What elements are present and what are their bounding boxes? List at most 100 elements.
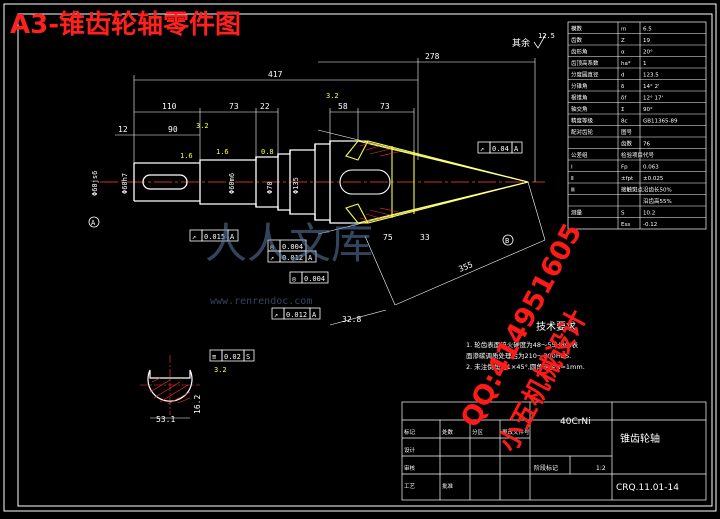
param-cell: S <box>621 211 625 217</box>
dimension-texts: 417 278 110 73 22 58 73 12 90 75 33 355 … <box>118 52 474 424</box>
datum-b-circle <box>502 234 514 246</box>
dia-70: Φ70 <box>266 181 274 194</box>
param-cell: 公差组 <box>571 151 588 159</box>
param-cell: 14° 2' <box>643 84 660 90</box>
title-block-text: 40CrNi 锥齿轮轴 CRQ.11.01-14 1:2 阶段标记 标记 处数 … <box>404 417 679 493</box>
notes-line-1: 1. 轮齿表面淬火硬度为48～55HRC,表 <box>466 340 578 349</box>
tol-frame-7: ≡ 0.02 S <box>209 349 255 362</box>
param-cell: 测量 <box>571 209 583 217</box>
title-block-grid <box>401 401 707 501</box>
param-cell: 76 <box>643 142 650 148</box>
param-cell: Ⅰ <box>571 165 573 171</box>
dim-110: 110 <box>162 102 177 111</box>
param-cell: 0.063 <box>643 165 659 171</box>
svg-text:A: A <box>230 233 235 241</box>
svg-text:0.004: 0.004 <box>304 275 325 283</box>
param-cell: 分度圆直径 <box>571 71 599 79</box>
inner-frame <box>17 13 713 507</box>
svg-text:◎: ◎ <box>292 275 297 283</box>
tol-frame-4: ◎ 0.004 <box>289 271 329 284</box>
svg-text:www.renrendoc.com: www.renrendoc.com <box>210 296 312 307</box>
tol-frame-3: ↗ 0.012 A <box>267 250 317 263</box>
param-cell: 齿数 <box>621 140 633 148</box>
dim-16-2: 16.2 <box>193 395 202 414</box>
svg-text:0.04: 0.04 <box>492 145 509 153</box>
tb-scale: 1:2 <box>596 465 606 472</box>
svg-text:↗: ↗ <box>480 145 484 153</box>
param-cell: Ⅱ <box>571 176 574 182</box>
dim-33: 33 <box>420 233 430 242</box>
param-cell: 19 <box>643 38 650 44</box>
datum-a-circle <box>88 216 100 228</box>
param-cell: 90° <box>643 107 653 113</box>
param-cell: 根锥角 <box>571 94 588 102</box>
param-cell: GB11365-89 <box>643 119 678 125</box>
dia-60js6: Φ60js6 <box>91 171 99 196</box>
param-cell: 接触斑点 <box>621 186 644 194</box>
param-cell: α <box>621 50 625 56</box>
tb-stage: 阶段标记 <box>534 464 558 472</box>
diameter-texts: Φ60js6 Φ60h7 Φ60m6 Φ70 Φ135 <box>91 171 300 196</box>
param-cell: 轴交角 <box>571 105 588 113</box>
datum-b-label: B <box>505 237 509 245</box>
svg-text:0.012: 0.012 <box>282 254 303 262</box>
roughness-1-6-b: 1.6 <box>216 148 229 156</box>
drawing-title: A3-锥齿轮轴零件图 <box>10 10 242 40</box>
rest-roughness-icon <box>533 33 547 49</box>
tb-label-3: 更改文件号 <box>502 428 530 436</box>
svg-text:≡: ≡ <box>212 353 216 361</box>
param-cell: 12° 17' <box>643 96 663 102</box>
param-cell: ha* <box>621 61 631 67</box>
datum-a-label: A <box>91 219 96 227</box>
param-cell: 齿形角 <box>571 48 588 56</box>
roughness-1-6-a: 1.6 <box>180 152 193 160</box>
param-cell: 20° <box>643 50 653 56</box>
tb-role-1: 审核 <box>404 464 416 472</box>
param-cell: 精度等级 <box>571 117 594 125</box>
roughness-3-2-b: 3.2 <box>326 92 339 100</box>
param-cell: 配对齿轮 <box>571 128 594 136</box>
param-cell: 代号 <box>643 151 655 159</box>
rest-roughness-value: 12.5 <box>538 32 555 40</box>
dim-73b: 73 <box>380 102 390 111</box>
gear-hatch <box>359 142 399 222</box>
param-cell: 1 <box>643 61 647 67</box>
param-cell: 沿齿高55% <box>643 197 672 205</box>
param-cell: 123.5 <box>643 73 659 79</box>
param-cell: ±fpt <box>621 176 634 182</box>
roughness-3-2-c: 3.2 <box>214 366 227 374</box>
param-cell: 8c <box>621 119 628 125</box>
roughness-3-2-a: 3.2 <box>196 122 209 130</box>
svg-text:A: A <box>312 311 317 319</box>
dim-75: 75 <box>383 233 393 242</box>
dia-135: Φ135 <box>292 177 300 194</box>
tb-role-2: 工艺 <box>404 483 416 490</box>
tb-drawing-no: CRQ.11.01-14 <box>616 483 679 493</box>
notes-line-2: 面渗碳调质处理后为210～300HBS. <box>466 351 571 360</box>
tolerance-frames: ↗ 0.015 A ◎ 0.004 ↗ 0.012 A ◎ 0.004 <box>189 141 523 362</box>
tol-frame-5: ↗ 0.012 A <box>271 307 321 320</box>
param-cell: δf <box>621 96 627 102</box>
svg-text:0.015: 0.015 <box>204 233 225 241</box>
roughness-0-8: 0.8 <box>261 148 274 156</box>
tb-role-0: 设计 <box>404 446 416 454</box>
svg-text:0.02: 0.02 <box>224 353 241 361</box>
svg-text:0.012: 0.012 <box>286 311 307 319</box>
tb-label-1: 处数 <box>442 428 454 436</box>
param-cell: 图号 <box>621 128 633 136</box>
svg-text:A: A <box>514 145 519 153</box>
tb-part-name: 锥齿轮轴 <box>620 432 660 445</box>
svg-text:人人文库: 人人文库 <box>205 219 373 268</box>
param-cell: Z <box>621 38 625 44</box>
shaft-outline <box>133 140 358 224</box>
dim-278: 278 <box>425 52 440 61</box>
roughness-marks: 1.6 1.6 0.8 3.2 3.2 3.2 <box>180 92 339 374</box>
param-cell: 6.5 <box>643 27 652 33</box>
dim-12: 12 <box>118 125 128 134</box>
dim-22: 22 <box>260 102 270 111</box>
param-cell: 模数 <box>571 25 583 33</box>
param-cell: d <box>621 73 625 79</box>
tb-role-4: 批准 <box>442 482 454 490</box>
